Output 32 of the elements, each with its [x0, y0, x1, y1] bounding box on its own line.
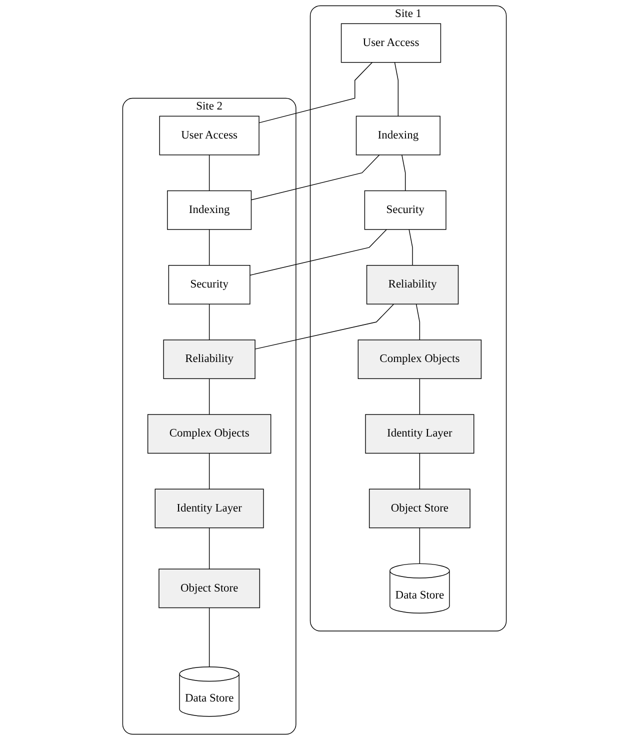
connector [208, 527, 210, 570]
connector [419, 452, 420, 490]
connector [208, 452, 210, 490]
node-box: Object Store [158, 568, 260, 608]
connector [254, 304, 394, 350]
connector [419, 527, 420, 564]
connector [419, 378, 420, 415]
node-box: Complex Objects [358, 340, 482, 380]
node-box: User Access [340, 23, 442, 63]
node-box: Indexing [167, 190, 252, 230]
connector [208, 229, 210, 266]
connector [208, 154, 210, 192]
node-box: Identity Layer [154, 488, 264, 528]
node-box: Security [364, 190, 446, 230]
node-box: Reliability [366, 265, 459, 304]
node-box: Identity Layer [365, 414, 474, 454]
node-box: Indexing [356, 116, 440, 156]
connector [402, 154, 406, 192]
connector [408, 229, 413, 266]
node-box: Complex Objects [147, 414, 272, 454]
node-box: Reliability [163, 340, 256, 380]
node-box: User Access [159, 116, 260, 156]
connector [416, 304, 420, 340]
node-box: Security [168, 265, 250, 304]
connector [250, 154, 380, 200]
connector [208, 304, 210, 340]
connector [208, 607, 210, 668]
node-box: Object Store [368, 488, 470, 528]
connector [250, 229, 387, 276]
connector [258, 62, 373, 124]
connector [208, 378, 210, 415]
connector [394, 62, 399, 117]
